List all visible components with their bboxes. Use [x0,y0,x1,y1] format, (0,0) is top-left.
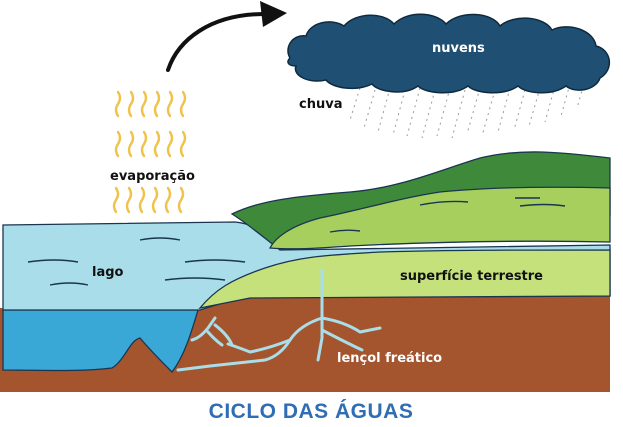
land-surface [198,249,611,309]
arrow-head-icon [260,1,287,27]
label-lago: lago [92,265,124,280]
hill-light [268,186,611,250]
label-evaporacao: evaporação [110,169,195,184]
label-superficie-terrestre: superfície terrestre [400,269,543,284]
lake-waves [27,237,246,286]
cloud [287,13,610,94]
label-lencol-freatico: lençol freático [337,351,442,366]
hill-strokes [329,197,566,233]
evaporation-vapor [112,90,187,214]
groundwater-channels [176,268,382,372]
evaporation-arrow [166,12,267,72]
deep-water [2,309,199,373]
rain-streaks [349,79,586,139]
diagram-title: CICLO DAS ÁGUAS [209,400,414,423]
label-chuva: chuva [299,97,342,112]
label-nuvens: nuvens [432,41,485,56]
